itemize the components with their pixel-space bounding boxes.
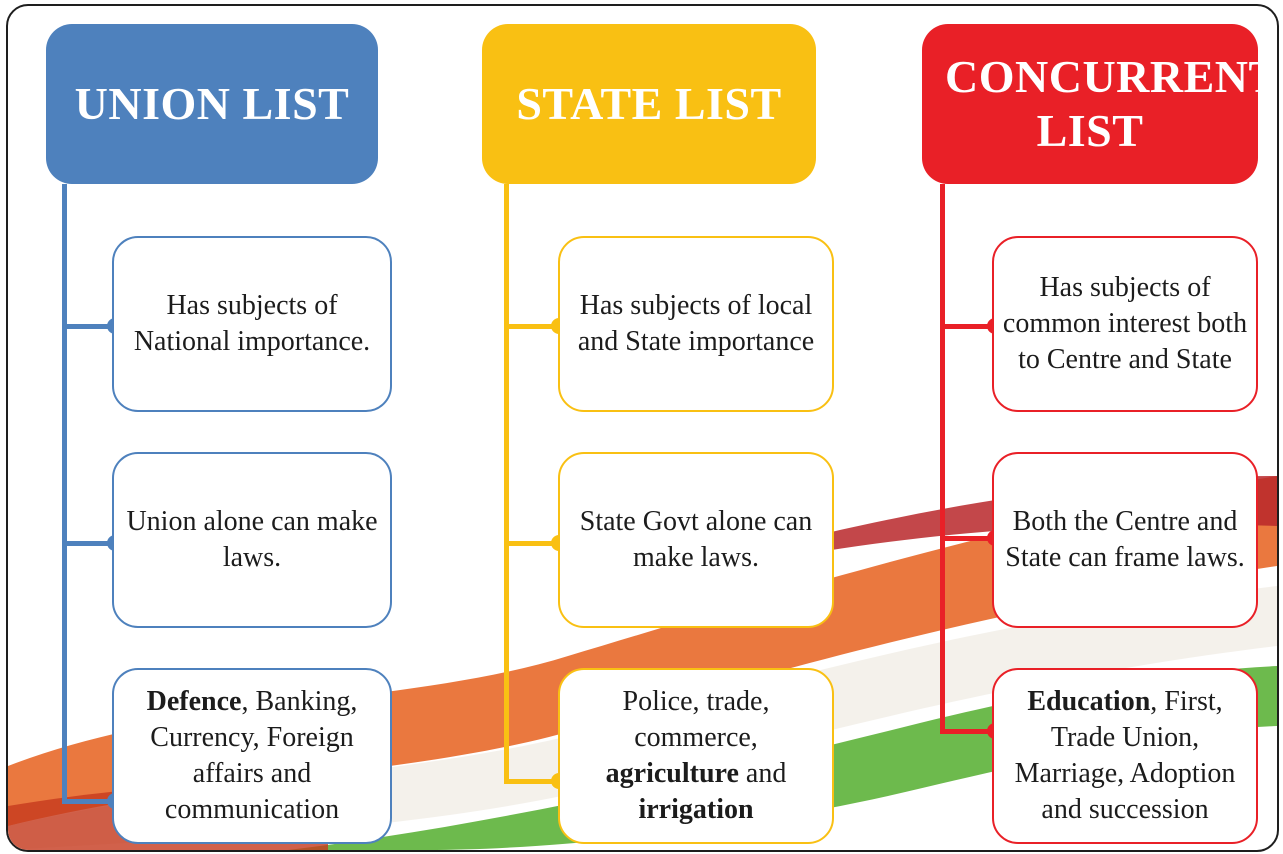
union-box-examples-rest: , Banking, Currency, Foreign affairs and… (150, 686, 358, 825)
union-connector-branch-1 (62, 324, 116, 329)
state-box-examples-part2: and (738, 758, 787, 789)
union-list-header: UNION LIST (46, 24, 378, 184)
concurrent-box-examples: Education, First, Trade Union, Marriage,… (992, 668, 1258, 844)
union-connector-branch-3 (62, 799, 116, 804)
concurrent-connector-branch-3 (940, 729, 994, 734)
concurrent-list-header: CONCURRENT LIST (922, 24, 1279, 184)
union-box-laws: Union alone can make laws. (112, 452, 392, 628)
union-box-examples-text: Defence, Banking, Currency, Foreign affa… (122, 684, 382, 828)
union-list-title: UNION LIST (74, 78, 350, 129)
diagram-frame: UNION LIST Has subjects of National impo… (6, 4, 1279, 852)
state-box-subjects-text: Has subjects of local and State importan… (577, 290, 815, 357)
union-connector-branch-2 (62, 541, 116, 546)
concurrent-box-subjects: Has subjects of common interest both to … (992, 236, 1258, 412)
concurrent-box-examples-text: Education, First, Trade Union, Marriage,… (1002, 684, 1248, 828)
state-box-examples-text: Police, trade, commerce, agriculture and i… (568, 684, 824, 828)
concurrent-box-laws-text: Both the Centre and State can frame laws… (1005, 506, 1245, 573)
state-connector-branch-3 (504, 779, 558, 784)
concurrent-box-laws: Both the Centre and State can frame laws… (992, 452, 1258, 628)
concurrent-box-examples-rest: , First, Trade Union, Marriage, Adoption… (1014, 686, 1236, 825)
state-box-examples-bold2: irrigation (638, 794, 754, 825)
state-connector-vertical (504, 184, 509, 784)
concurrent-box-examples-bold: Education (1027, 686, 1151, 717)
concurrent-connector-vertical (940, 184, 945, 734)
state-box-examples: Police, trade, commerce, agriculture and i… (558, 668, 834, 844)
state-list-header: STATE LIST (482, 24, 816, 184)
state-box-examples-part1: Police, trade, commerce, (622, 686, 770, 753)
state-box-laws-text: State Govt alone can make laws. (579, 506, 813, 573)
concurrent-connector-branch-2 (940, 536, 994, 541)
state-connector-branch-1 (504, 324, 558, 329)
concurrent-list-title: CONCURRENT LIST (945, 51, 1279, 156)
union-box-examples: Defence, Banking, Currency, Foreign affa… (112, 668, 392, 844)
union-box-subjects: Has subjects of National importance. (112, 236, 392, 412)
state-box-examples-bold1: agriculture (605, 758, 739, 789)
union-box-laws-text: Union alone can make laws. (126, 506, 378, 573)
concurrent-box-subjects-text: Has subjects of common interest both to … (1002, 272, 1248, 375)
state-box-laws: State Govt alone can make laws. (558, 452, 834, 628)
union-box-examples-bold: Defence (146, 686, 242, 717)
concurrent-connector-branch-1 (940, 324, 994, 329)
state-list-title: STATE LIST (516, 78, 782, 129)
union-box-subjects-text: Has subjects of National importance. (133, 290, 371, 357)
union-connector-vertical (62, 184, 67, 804)
state-box-subjects: Has subjects of local and State importan… (558, 236, 834, 412)
state-connector-branch-2 (504, 541, 558, 546)
